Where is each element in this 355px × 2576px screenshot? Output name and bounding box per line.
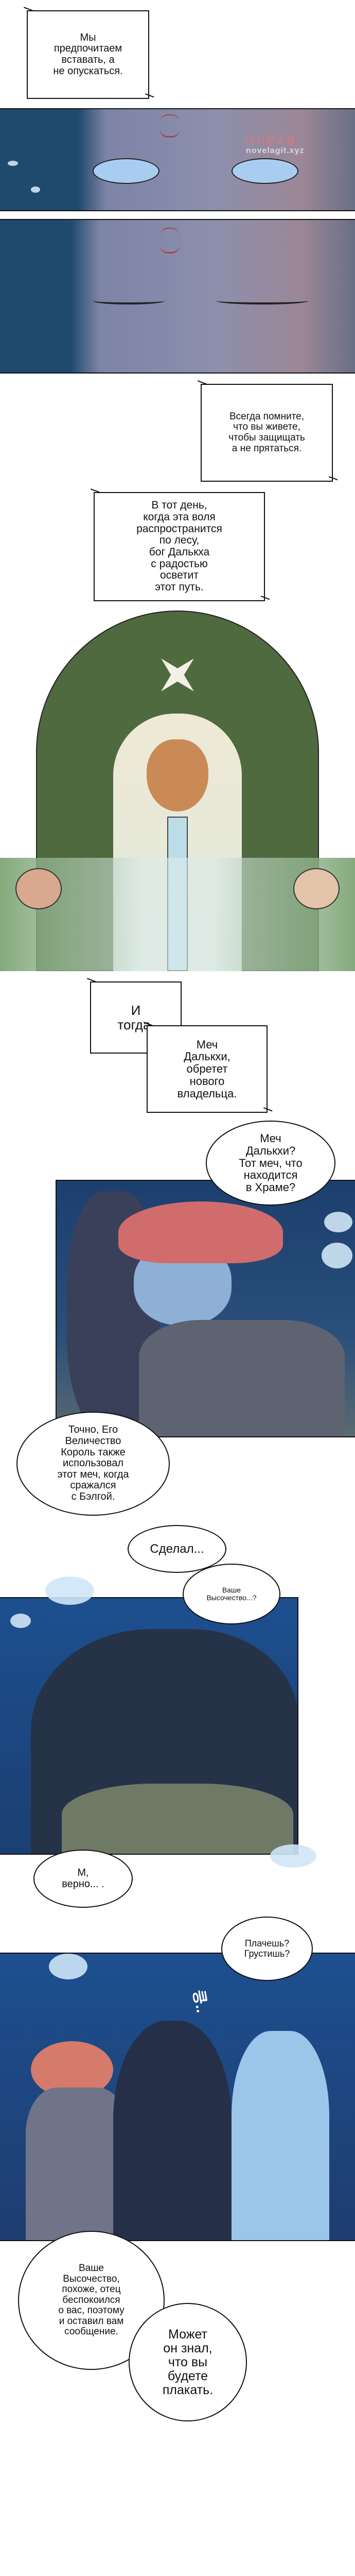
caption-box-4: И тогда, <box>90 981 182 1054</box>
speech-bubble-4: Ваше Высочество...? <box>183 1564 280 1624</box>
forehead-mark-icon <box>159 114 180 138</box>
forehead-mark-icon <box>159 228 180 253</box>
panel-dark-hair-back <box>0 1597 298 1855</box>
closed-eye-right-icon <box>216 297 309 304</box>
speech-bubble-8: Может он знал, что вы будете плакать. <box>129 2303 247 2421</box>
speech-bubble-5: М, верно... . <box>33 1850 133 1908</box>
panel-eyes-open: 아지툰소설 novelagit.xyz <box>0 108 355 211</box>
speech-bubble-2: Точно, Его Величество Король также испол… <box>16 1412 170 1516</box>
caption-box-1: Мы предпочитаем вставать, а не опускатьс… <box>27 10 149 99</box>
caption-box-3: В тот день, когда эта воля распространит… <box>94 492 265 601</box>
speech-bubble-1: Меч Далькхи? Тот меч, что находится в Хр… <box>206 1121 335 1206</box>
dark-hair-character <box>113 2021 232 2240</box>
panel-three-characters: 킁.. <box>0 1953 355 2241</box>
panel-red-hair-girl <box>56 1180 355 1437</box>
left-eye-icon <box>93 158 159 184</box>
speech-bubble-3: Сделал... <box>128 1525 226 1573</box>
closed-eye-left-icon <box>93 297 165 304</box>
caption-box-5: Меч Далькхи, обретет нового владельца. <box>147 1025 268 1113</box>
speech-bubble-6: Плачешь? Грустишь? <box>221 1917 313 1981</box>
watermark-korean: 아지툰소설 <box>246 135 296 147</box>
sfx-text: 킁.. <box>189 1988 210 2014</box>
blue-hair-character <box>232 2031 329 2240</box>
caption-box-2: Всегда помните, что вы живете, чтобы защ… <box>201 384 333 482</box>
goddess-sword-illustration <box>0 611 355 971</box>
flower-right-icon <box>293 868 340 909</box>
red-hair <box>118 1201 283 1263</box>
panel-eyes-closed <box>0 219 355 374</box>
watermark-url: novelagit.xyz <box>246 146 305 155</box>
flower-left-icon <box>15 868 62 909</box>
right-eye-icon <box>232 158 298 184</box>
goddess-face <box>147 739 208 811</box>
